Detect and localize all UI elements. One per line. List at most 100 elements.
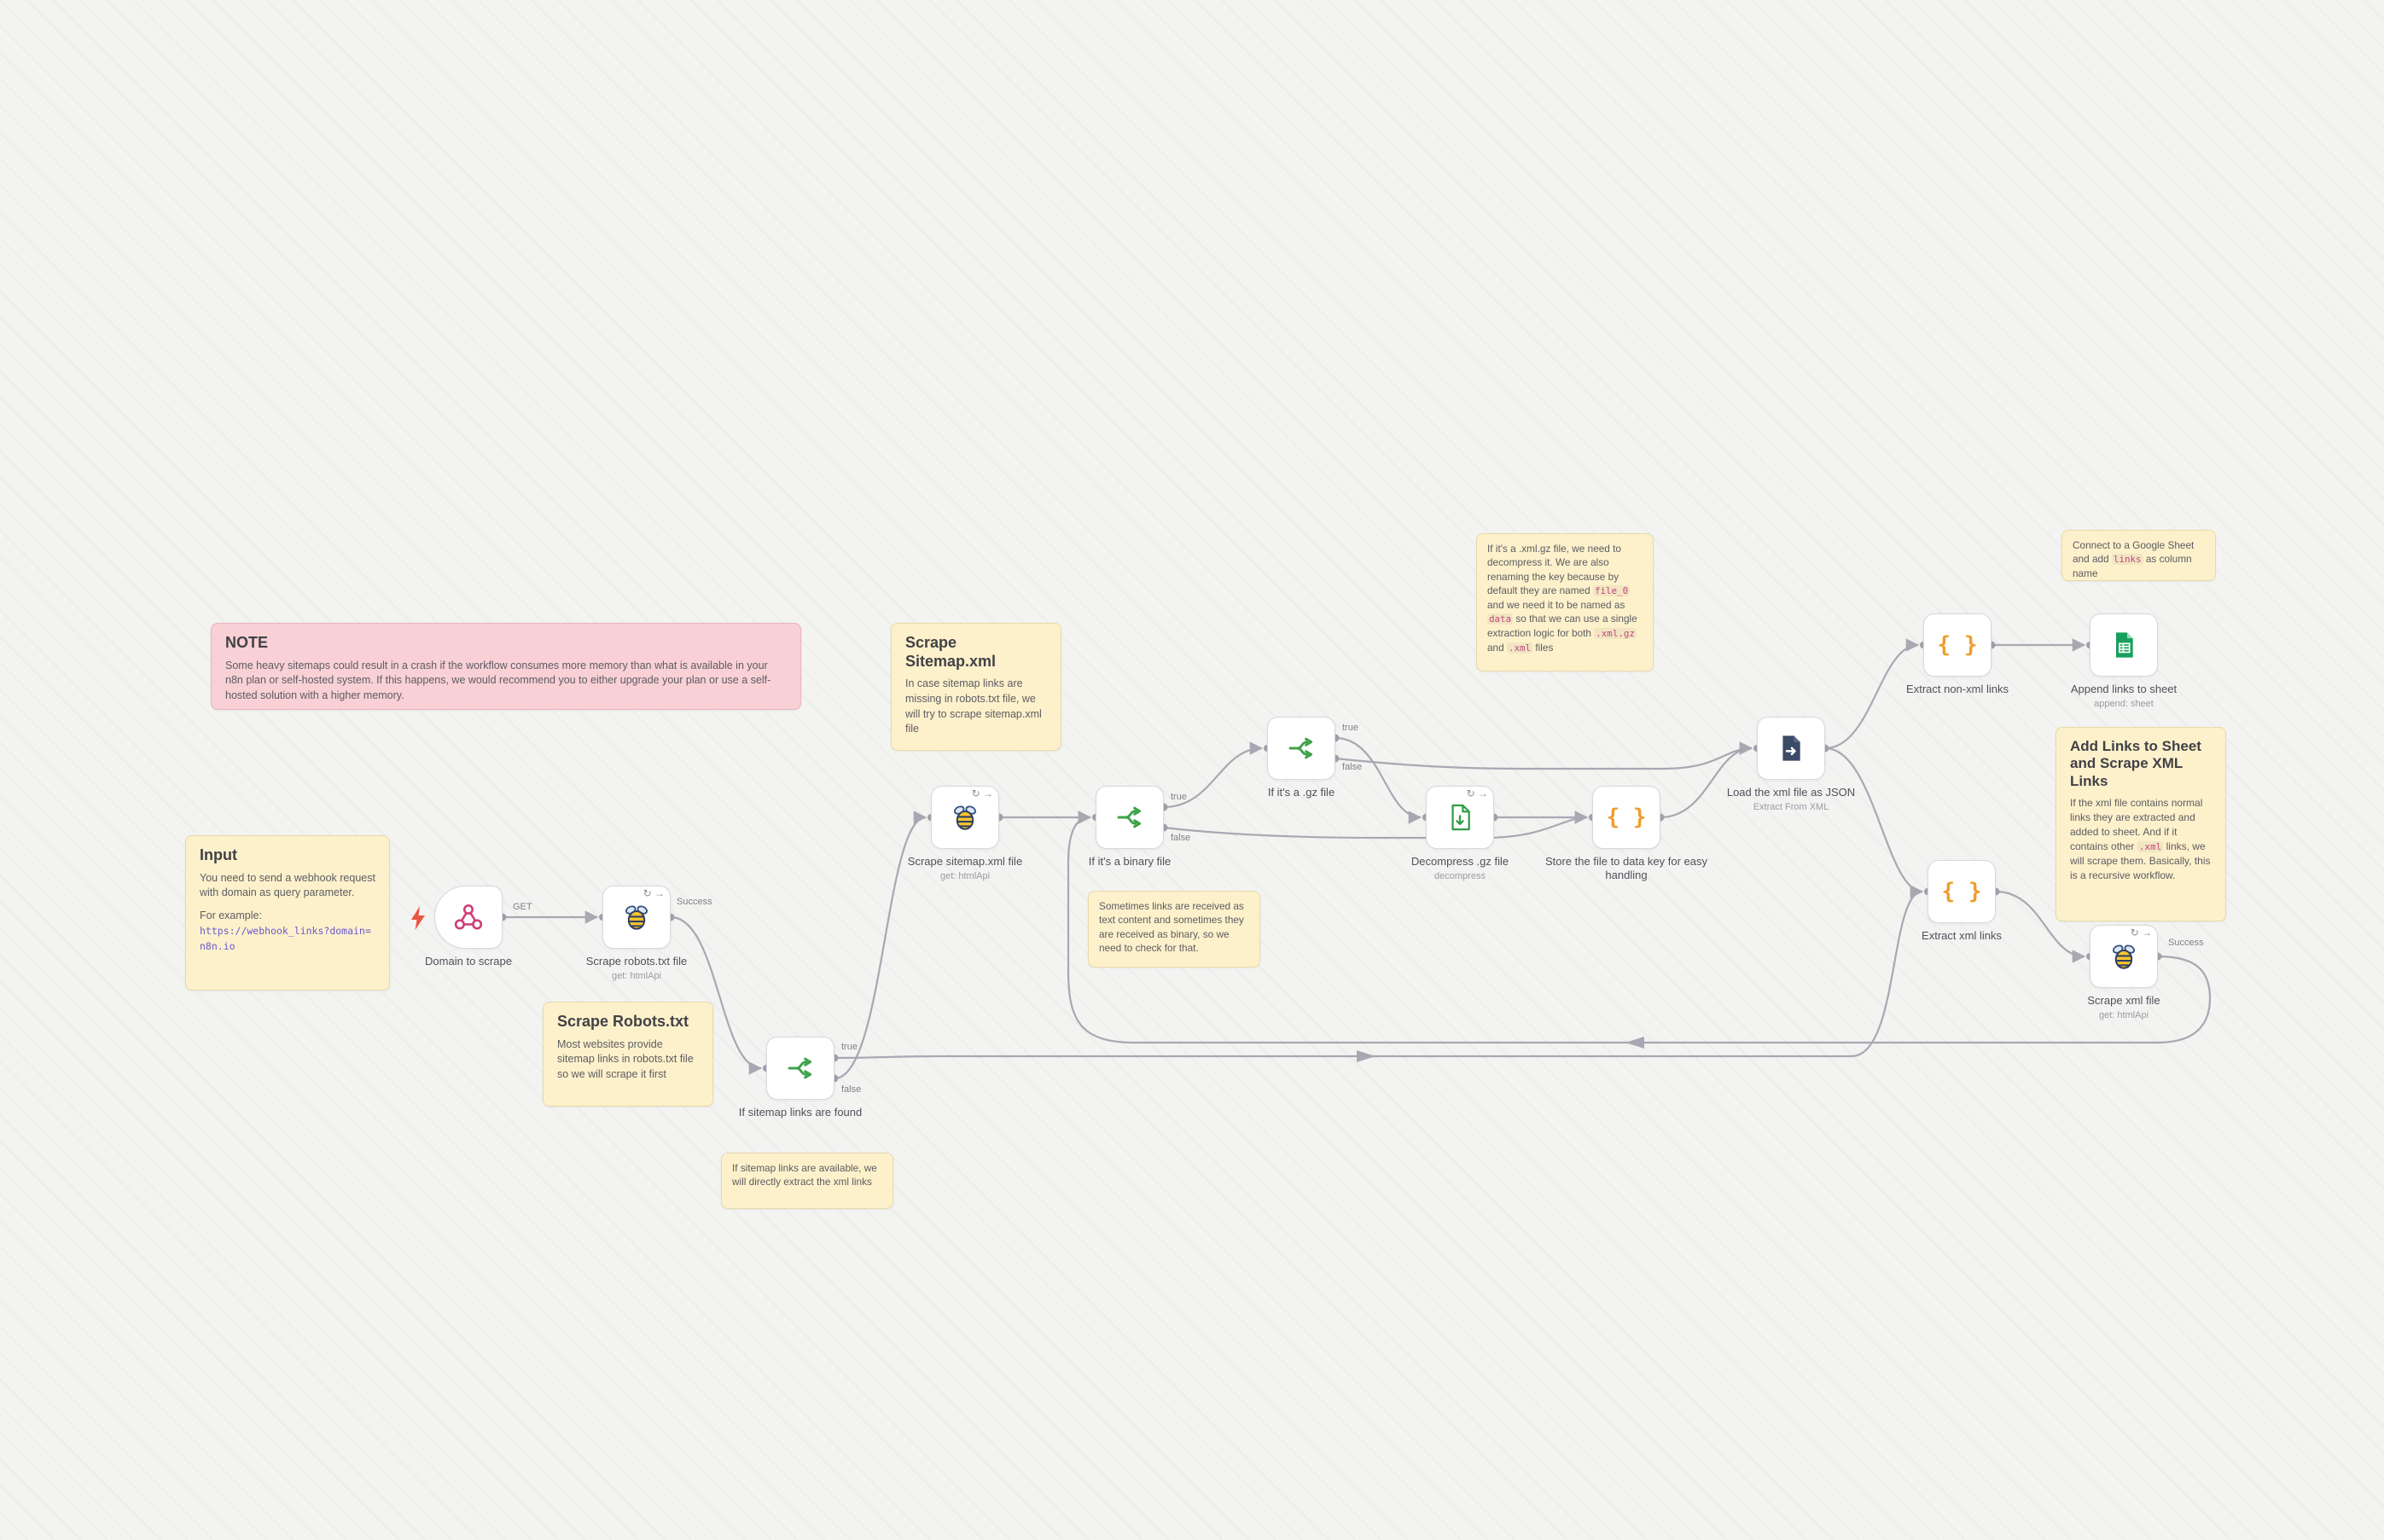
node-box[interactable]: ↻ →	[1426, 786, 1494, 849]
webhook-icon	[454, 904, 483, 930]
node-extract-non-xml-links[interactable]: { } Extract non-xml links	[1906, 613, 2009, 695]
sticky-add-links[interactable]: Add Links to Sheet and Scrape XML Links …	[2055, 727, 2226, 921]
edge-ifbinary-true-to-ifgz	[1163, 741, 1264, 809]
text-segment: links, we will scrape them. Basically, t…	[2070, 840, 2211, 882]
node-title: Scrape robots.txt file	[585, 955, 688, 968]
node-title: Decompress .gz file	[1410, 855, 1509, 868]
sticky-gz-note[interactable]: If it's a .xml.gz file, we need to decom…	[1476, 533, 1654, 671]
node-box[interactable]	[1267, 717, 1335, 780]
node-if-binary-file[interactable]: If it's a binary file	[1089, 786, 1171, 868]
if-branch-icon	[1117, 806, 1142, 828]
edge-iffound-false-to-sitemap	[834, 811, 927, 1080]
edge-extractxml-to-scrapexml	[1995, 890, 2086, 963]
node-title: Domain to scrape	[425, 955, 512, 968]
sticky-body: If it's a .xml.gz file, we need to decom…	[1487, 542, 1643, 655]
node-label: Extract xml links	[1880, 929, 2044, 943]
text-segment: Connect to a Google Sheet and add	[2073, 539, 2195, 566]
edge-scrapexml-loopback-to-ifbinary	[1067, 811, 2212, 1044]
sticky-binary-check[interactable]: Sometimes links are received as text con…	[1088, 891, 1260, 968]
node-title: If it's a .gz file	[1267, 786, 1335, 799]
node-box[interactable]: ↻ →	[931, 786, 999, 849]
node-box[interactable]	[2090, 613, 2158, 677]
extract-from-file-icon	[1782, 735, 1800, 761]
scrapingbee-icon	[625, 905, 648, 930]
node-label: Store the file to data key for easy hand…	[1544, 855, 1708, 883]
node-subtitle: get: htmlApi	[939, 871, 991, 882]
code-icon: { }	[1606, 805, 1647, 830]
node-box[interactable]	[1757, 717, 1825, 780]
sticky-body: Sometimes links are received as text con…	[1099, 900, 1244, 954]
sticky-sheet-note[interactable]: Connect to a Google Sheet and add links …	[2061, 530, 2216, 581]
edge-ifbinary-false-to-store	[1163, 811, 1589, 840]
sticky-body: You need to send a webhook request with …	[200, 871, 375, 899]
node-label: If sitemap links are found	[718, 1106, 882, 1119]
node-box[interactable]	[434, 886, 503, 949]
code-icon: { }	[1941, 879, 1982, 904]
inline-code: .xml	[1506, 642, 1533, 654]
node-title: Store the file to data key for easy hand…	[1544, 855, 1708, 882]
edge-loadxml-to-extractxml	[1824, 747, 1924, 898]
node-store-file-to-data-key[interactable]: { } Store the file to data key for easy …	[1545, 786, 1707, 881]
node-box[interactable]: ↻ →	[2090, 925, 2158, 988]
sticky-body: If the xml file contains normal links th…	[2070, 796, 2212, 883]
sticky-input[interactable]: Input You need to send a webhook request…	[185, 835, 390, 991]
node-box[interactable]: ↻ →	[602, 886, 671, 949]
node-title: If sitemap links are found	[738, 1106, 863, 1119]
node-box[interactable]: { }	[1592, 786, 1660, 849]
execute-bolt-icon[interactable]	[409, 906, 427, 930]
sticky-scrape-sitemap[interactable]: Scrape Sitemap.xml In case sitemap links…	[891, 623, 1061, 751]
inline-code: file_0	[1592, 584, 1631, 596]
text-segment: as column name	[2073, 553, 2192, 580]
node-title: Append links to sheet	[2070, 683, 2178, 695]
edge-label-false: false	[1342, 762, 1363, 772]
node-box[interactable]: { }	[1923, 613, 1992, 677]
sticky-sitemap-found[interactable]: If sitemap links are available, we will …	[721, 1153, 893, 1209]
node-extract-xml-links[interactable]: { } Extract xml links	[1922, 860, 2002, 942]
retry-badge-icon: ↻ →	[2130, 927, 2152, 939]
node-title: Load the xml file as JSON	[1726, 786, 1856, 799]
sticky-example-label: For example:	[200, 909, 262, 922]
edge-label-true: true	[841, 1042, 858, 1052]
text-segment: so that we can use a single extraction l…	[1487, 613, 1637, 640]
node-title: Extract xml links	[1922, 929, 2002, 942]
text-segment: and	[1487, 642, 1507, 654]
text-segment: If the xml file contains normal links th…	[2070, 797, 2203, 853]
scrapingbee-icon	[954, 805, 976, 830]
edge-loadxml-to-extractnonxml	[1824, 638, 1920, 750]
node-if-gz-file[interactable]: If it's a .gz file	[1267, 717, 1335, 799]
edge-label-false: false	[1171, 833, 1191, 843]
edge-label-false: false	[841, 1084, 862, 1095]
node-title: Scrape sitemap.xml file	[907, 855, 1023, 868]
webhook-url-code: https://webhook_links?domain=n8n.io	[200, 924, 371, 952]
inline-code: links	[2111, 554, 2143, 566]
node-box[interactable]: { }	[1928, 860, 1996, 923]
sticky-note-warning[interactable]: NOTE Some heavy sitemaps could result in…	[211, 623, 801, 710]
node-if-sitemap-links-found[interactable]: If sitemap links are found	[739, 1037, 862, 1119]
google-sheets-icon	[2116, 632, 2133, 658]
node-box[interactable]	[1096, 786, 1164, 849]
sticky-body: Connect to a Google Sheet and add links …	[2073, 538, 2205, 581]
node-domain-to-scrape[interactable]: Domain to scrape	[411, 886, 512, 968]
sticky-body: Most websites provide sitemap links in r…	[557, 1037, 694, 1081]
node-subtitle: get: htmlApi	[2098, 1010, 2149, 1021]
if-branch-icon	[1288, 737, 1313, 759]
node-box[interactable]	[766, 1037, 834, 1100]
retry-badge-icon: ↻ →	[643, 887, 665, 899]
code-icon: { }	[1937, 632, 1978, 658]
sticky-scrape-robots[interactable]: Scrape Robots.txt Most websites provide …	[543, 1002, 713, 1107]
node-label: If it's a .gz file	[1219, 786, 1383, 799]
edge-label-true: true	[1171, 792, 1187, 802]
sticky-title: Scrape Sitemap.xml	[905, 634, 997, 670]
port-dots	[498, 641, 2162, 1083]
inline-code: .xml	[2137, 841, 2164, 853]
node-scrape-sitemap-xml[interactable]: ↻ → Scrape sitemap.xml file get: htmlApi	[908, 786, 1022, 881]
edge-label-success: Success	[677, 897, 712, 907]
